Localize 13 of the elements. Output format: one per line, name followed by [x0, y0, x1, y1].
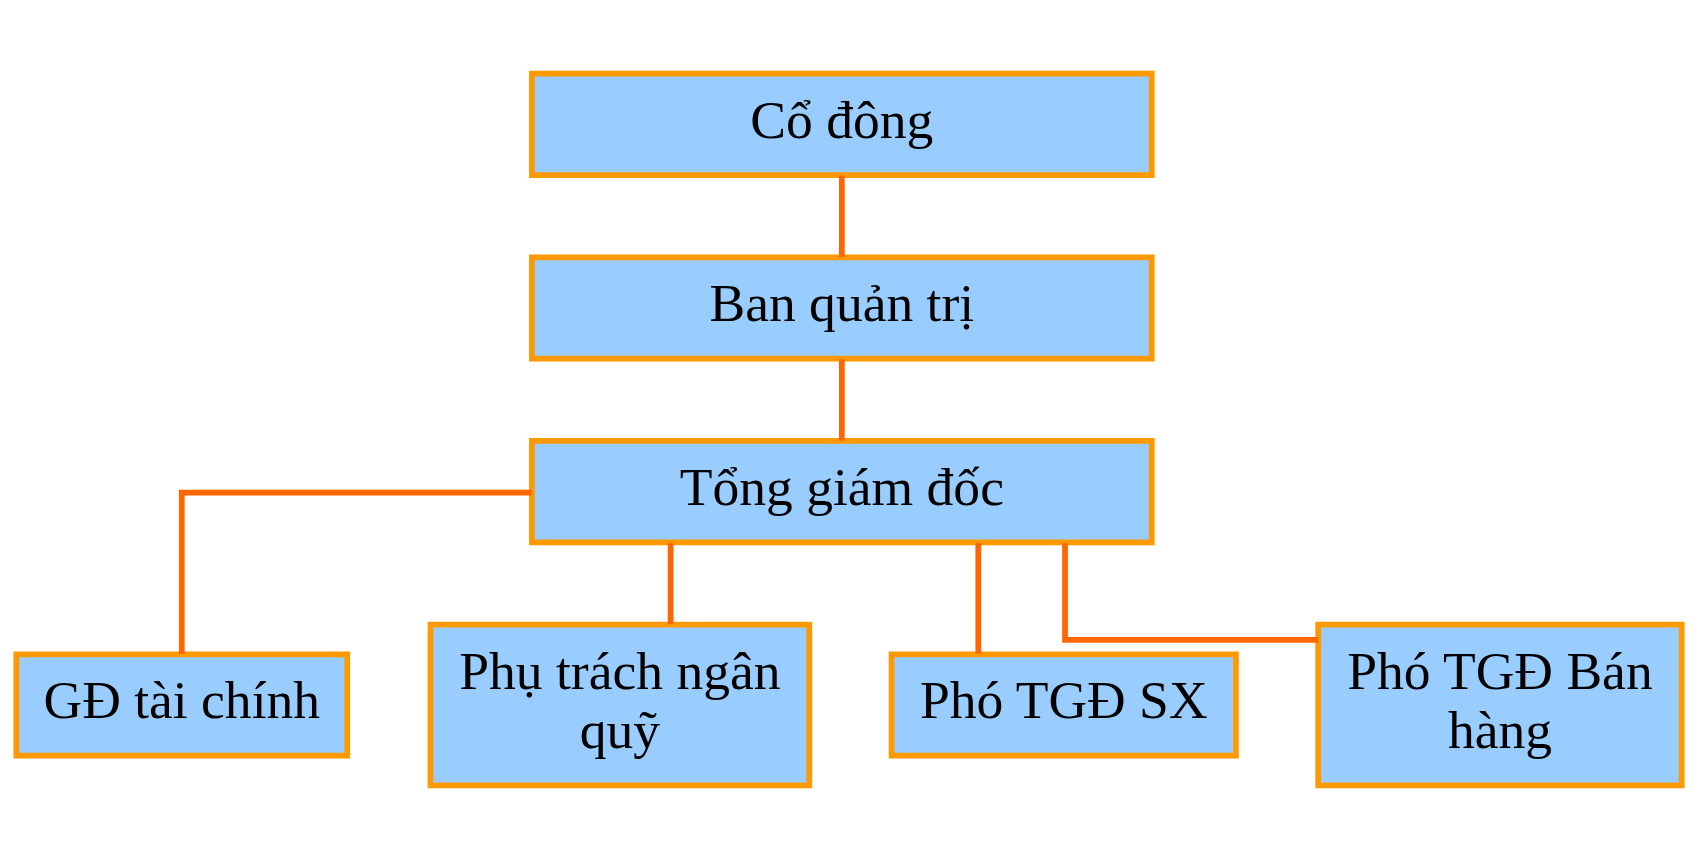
node-box: Ban quản trị — [529, 253, 1155, 362]
connector — [178, 489, 532, 654]
connector — [838, 358, 845, 441]
node-box: Phụ trách ngân quỹ — [427, 621, 813, 788]
node-box: Phó TGĐ SX — [888, 650, 1239, 759]
connector — [838, 175, 845, 257]
node-box: Tổng giám đốc — [529, 437, 1155, 545]
connector — [975, 542, 982, 654]
connector — [1062, 542, 1319, 643]
node-box: Phó TGĐ Bán hàng — [1315, 621, 1685, 788]
connector — [667, 542, 674, 624]
node-box: GĐ tài chính — [13, 650, 351, 759]
node-box: Cổ đông — [529, 70, 1155, 178]
